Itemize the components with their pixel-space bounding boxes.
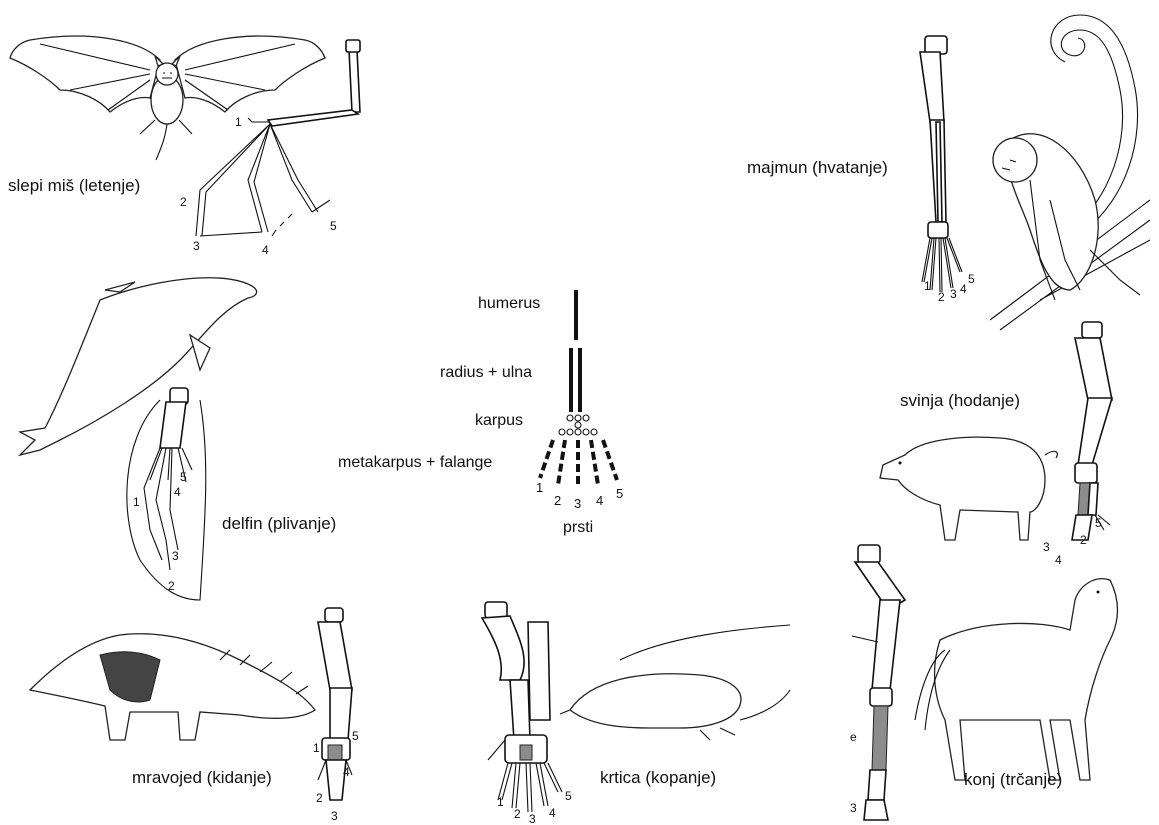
- horse-digit-3: 3: [850, 801, 857, 815]
- bat-digit-5: 5: [330, 219, 337, 233]
- pig-digit-5: 5: [1095, 516, 1102, 530]
- monkey-digit-1: 1: [924, 279, 931, 293]
- dolphin-figure: [20, 278, 257, 455]
- dolphin-digit-4: 4: [174, 485, 181, 499]
- label-pig: svinja (hodanje): [900, 391, 1020, 411]
- monkey-limb-skeleton: [920, 36, 962, 292]
- center-digit-4: 4: [596, 493, 603, 508]
- center-digit-3: 3: [574, 496, 581, 511]
- label-monkey: majmun (hvatanje): [747, 158, 888, 178]
- mole-limb-skeleton: [482, 602, 562, 812]
- ulna-bar: [578, 348, 582, 412]
- label-bat: slepi miš (letenje): [8, 176, 140, 196]
- bat-digit-3: 3: [193, 239, 200, 253]
- anteater-digit-4: 4: [343, 765, 350, 779]
- bat-digit-2: 2: [180, 195, 187, 209]
- mole-digit-numbers: 1 2 3 4 5: [497, 789, 572, 825]
- digit-lines: [540, 440, 617, 488]
- monkey-digit-2: 2: [938, 290, 945, 304]
- anteater-figure: [30, 634, 315, 740]
- monkey-figure: [990, 15, 1150, 330]
- monkey-digit-5: 5: [968, 272, 975, 286]
- bat-digit-1: 1: [235, 115, 242, 129]
- label-dolphin: delfin (plivanje): [222, 514, 336, 534]
- pig-digit-4: 4: [1055, 553, 1062, 567]
- pig-digit-3: 3: [1043, 540, 1050, 554]
- label-prsti: prsti: [563, 519, 593, 537]
- mole-digit-4: 4: [549, 806, 556, 820]
- mole-digit-5: 5: [565, 789, 572, 803]
- anteater-digit-3: 3: [331, 809, 338, 823]
- label-humerus: humerus: [478, 295, 540, 313]
- bat-digit-4: 4: [262, 243, 269, 257]
- pig-digit-numbers: 2 3 4 5: [1043, 516, 1102, 567]
- horse-digit-numbers: 3 e: [850, 730, 857, 815]
- dolphin-digit-3: 3: [172, 549, 179, 563]
- horse-limb-skeleton: [852, 545, 905, 820]
- anteater-digit-1: 1: [313, 741, 320, 755]
- dolphin-digit-2: 2: [168, 579, 175, 593]
- anteater-digit-5: 5: [352, 729, 359, 743]
- pig-limb-skeleton: [1072, 322, 1112, 540]
- anteater-digit-2: 2: [316, 791, 323, 805]
- dolphin-digit-numbers: 1 2 3 4 5: [133, 470, 187, 593]
- center-digit-2: 2: [554, 493, 561, 508]
- label-radius-ulna: radius + ulna: [440, 364, 532, 382]
- pig-figure: [880, 437, 1057, 540]
- dolphin-flipper-skeleton: [127, 388, 206, 600]
- monkey-digit-3: 3: [950, 287, 957, 301]
- horse-mark-e: e: [850, 730, 857, 744]
- mole-digit-1: 1: [497, 795, 504, 809]
- label-anteater: mravojed (kidanje): [132, 768, 272, 788]
- central-schema: 1 2 3 4 5: [536, 290, 623, 511]
- mole-digit-3: 3: [529, 812, 536, 825]
- label-mole: krtica (kopanje): [600, 768, 716, 788]
- pig-digit-2: 2: [1080, 533, 1087, 547]
- monkey-digit-4: 4: [960, 282, 967, 296]
- radius-bar: [569, 348, 573, 412]
- center-digit-1: 1: [536, 480, 543, 495]
- humerus-bar: [574, 290, 578, 340]
- bat-figure: [10, 36, 325, 160]
- label-horse: konj (trčanje): [964, 770, 1062, 790]
- central-digit-numbers: 1 2 3 4 5: [536, 480, 623, 511]
- mole-digit-2: 2: [514, 807, 521, 821]
- label-metakarpus: metakarpus + falange: [338, 454, 492, 472]
- label-karpus: karpus: [475, 412, 523, 430]
- dolphin-digit-1: 1: [133, 495, 140, 509]
- mole-figure: [560, 625, 790, 740]
- horse-figure: [915, 579, 1118, 780]
- center-digit-5: 5: [616, 486, 623, 501]
- carpal-circles: [559, 415, 597, 435]
- dolphin-digit-5: 5: [180, 470, 187, 484]
- bat-shoulder-joint: [346, 40, 360, 52]
